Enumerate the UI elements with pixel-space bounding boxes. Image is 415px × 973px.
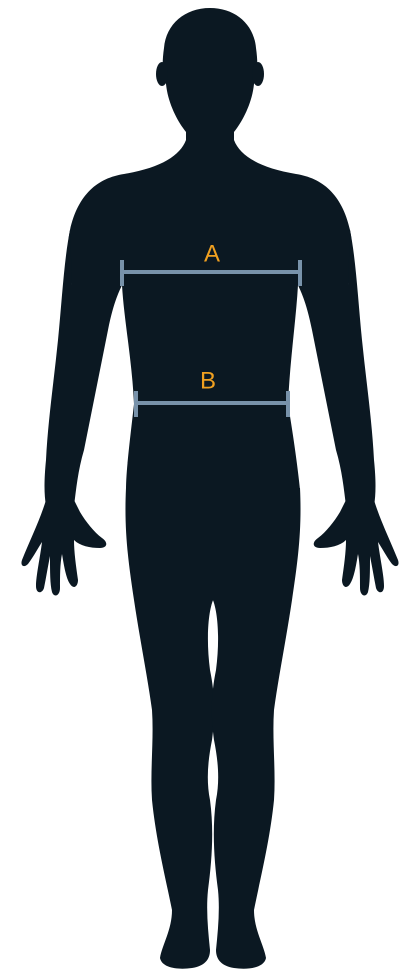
body-silhouette: [21, 8, 398, 969]
right-hand: [314, 500, 399, 595]
left-ear: [156, 62, 168, 86]
right-ear: [252, 62, 264, 86]
right-leg: [212, 488, 301, 969]
left-hand: [21, 500, 106, 595]
left-leg: [125, 488, 214, 969]
head: [163, 8, 258, 150]
measurement-a-label: A: [204, 240, 220, 267]
measurement-b-label: B: [200, 367, 216, 394]
